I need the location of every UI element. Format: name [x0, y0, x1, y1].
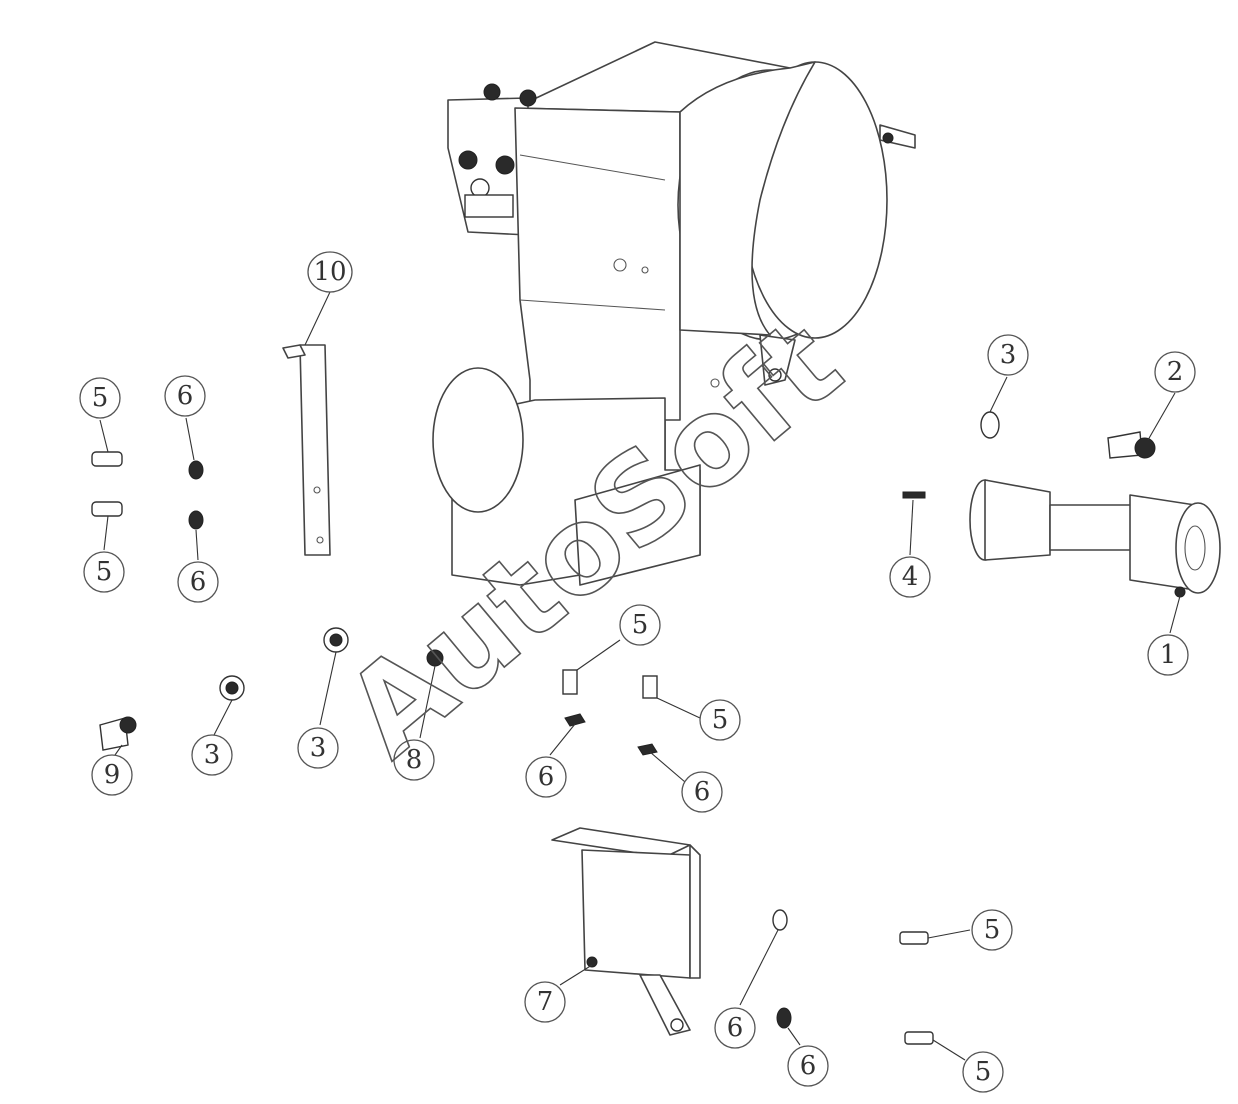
callout-label: 9 [104, 760, 121, 790]
drive-shaft-part-1 [969, 479, 1221, 598]
main-housing [432, 41, 916, 586]
callout-label: 6 [177, 381, 194, 411]
strap-part-10 [282, 344, 331, 556]
callout-9: 9 [91, 754, 133, 796]
callout-label: 5 [984, 915, 1001, 945]
callout-label: 8 [406, 745, 423, 775]
leader-lines [99, 291, 1181, 1061]
callout-label: 6 [190, 567, 207, 597]
callout-label: 6 [538, 762, 555, 792]
bolt-part-2 [1107, 431, 1156, 459]
bracket-part-7 [551, 827, 701, 1036]
callout-label: 3 [310, 733, 327, 763]
callout-label: 6 [694, 777, 711, 807]
callout-label: 5 [96, 557, 113, 587]
callout-3-right: 3 [987, 334, 1029, 376]
callout-2: 2 [1154, 351, 1196, 393]
callout-label: 5 [712, 705, 729, 735]
callout-10: 10 [307, 251, 353, 293]
callout-5-left-top: 5 [79, 377, 121, 419]
callout-label: 5 [92, 383, 109, 413]
callout-3-left: 3 [191, 734, 233, 776]
callout-5-bottom-bottom: 5 [962, 1051, 1004, 1093]
callout-label: 7 [537, 987, 554, 1017]
callout-label: 10 [313, 257, 346, 287]
callout-label: 2 [1167, 357, 1184, 387]
callout-label: 6 [727, 1013, 744, 1043]
callout-8: 8 [393, 739, 435, 781]
callout-6-left-top: 6 [164, 375, 206, 417]
hardware-parts [91, 411, 1000, 1045]
callout-7: 7 [524, 981, 566, 1023]
callout-6-left-bottom: 6 [177, 561, 219, 603]
callout-label: 3 [1000, 340, 1017, 370]
callout-label: 3 [204, 740, 221, 770]
callout-label: 5 [975, 1057, 992, 1087]
callout-6-center-left: 6 [525, 756, 567, 798]
callout-6-bottom-left: 6 [714, 1007, 756, 1049]
callout-5-left-bottom: 5 [83, 551, 125, 593]
callout-label: 1 [1160, 640, 1177, 670]
callout-3-middle: 3 [297, 727, 339, 769]
callout-1: 1 [1147, 634, 1189, 676]
callout-6-bottom-right: 6 [787, 1045, 829, 1087]
callout-6-center-right: 6 [681, 771, 723, 813]
callout-5-center-right: 5 [699, 699, 741, 741]
callout-label: 4 [902, 562, 919, 592]
callout-4: 4 [889, 556, 931, 598]
callout-5-bottom-top: 5 [971, 909, 1013, 951]
callout-label: 6 [800, 1051, 817, 1081]
callout-label: 5 [632, 610, 649, 640]
callout-5-center-left: 5 [619, 604, 661, 646]
